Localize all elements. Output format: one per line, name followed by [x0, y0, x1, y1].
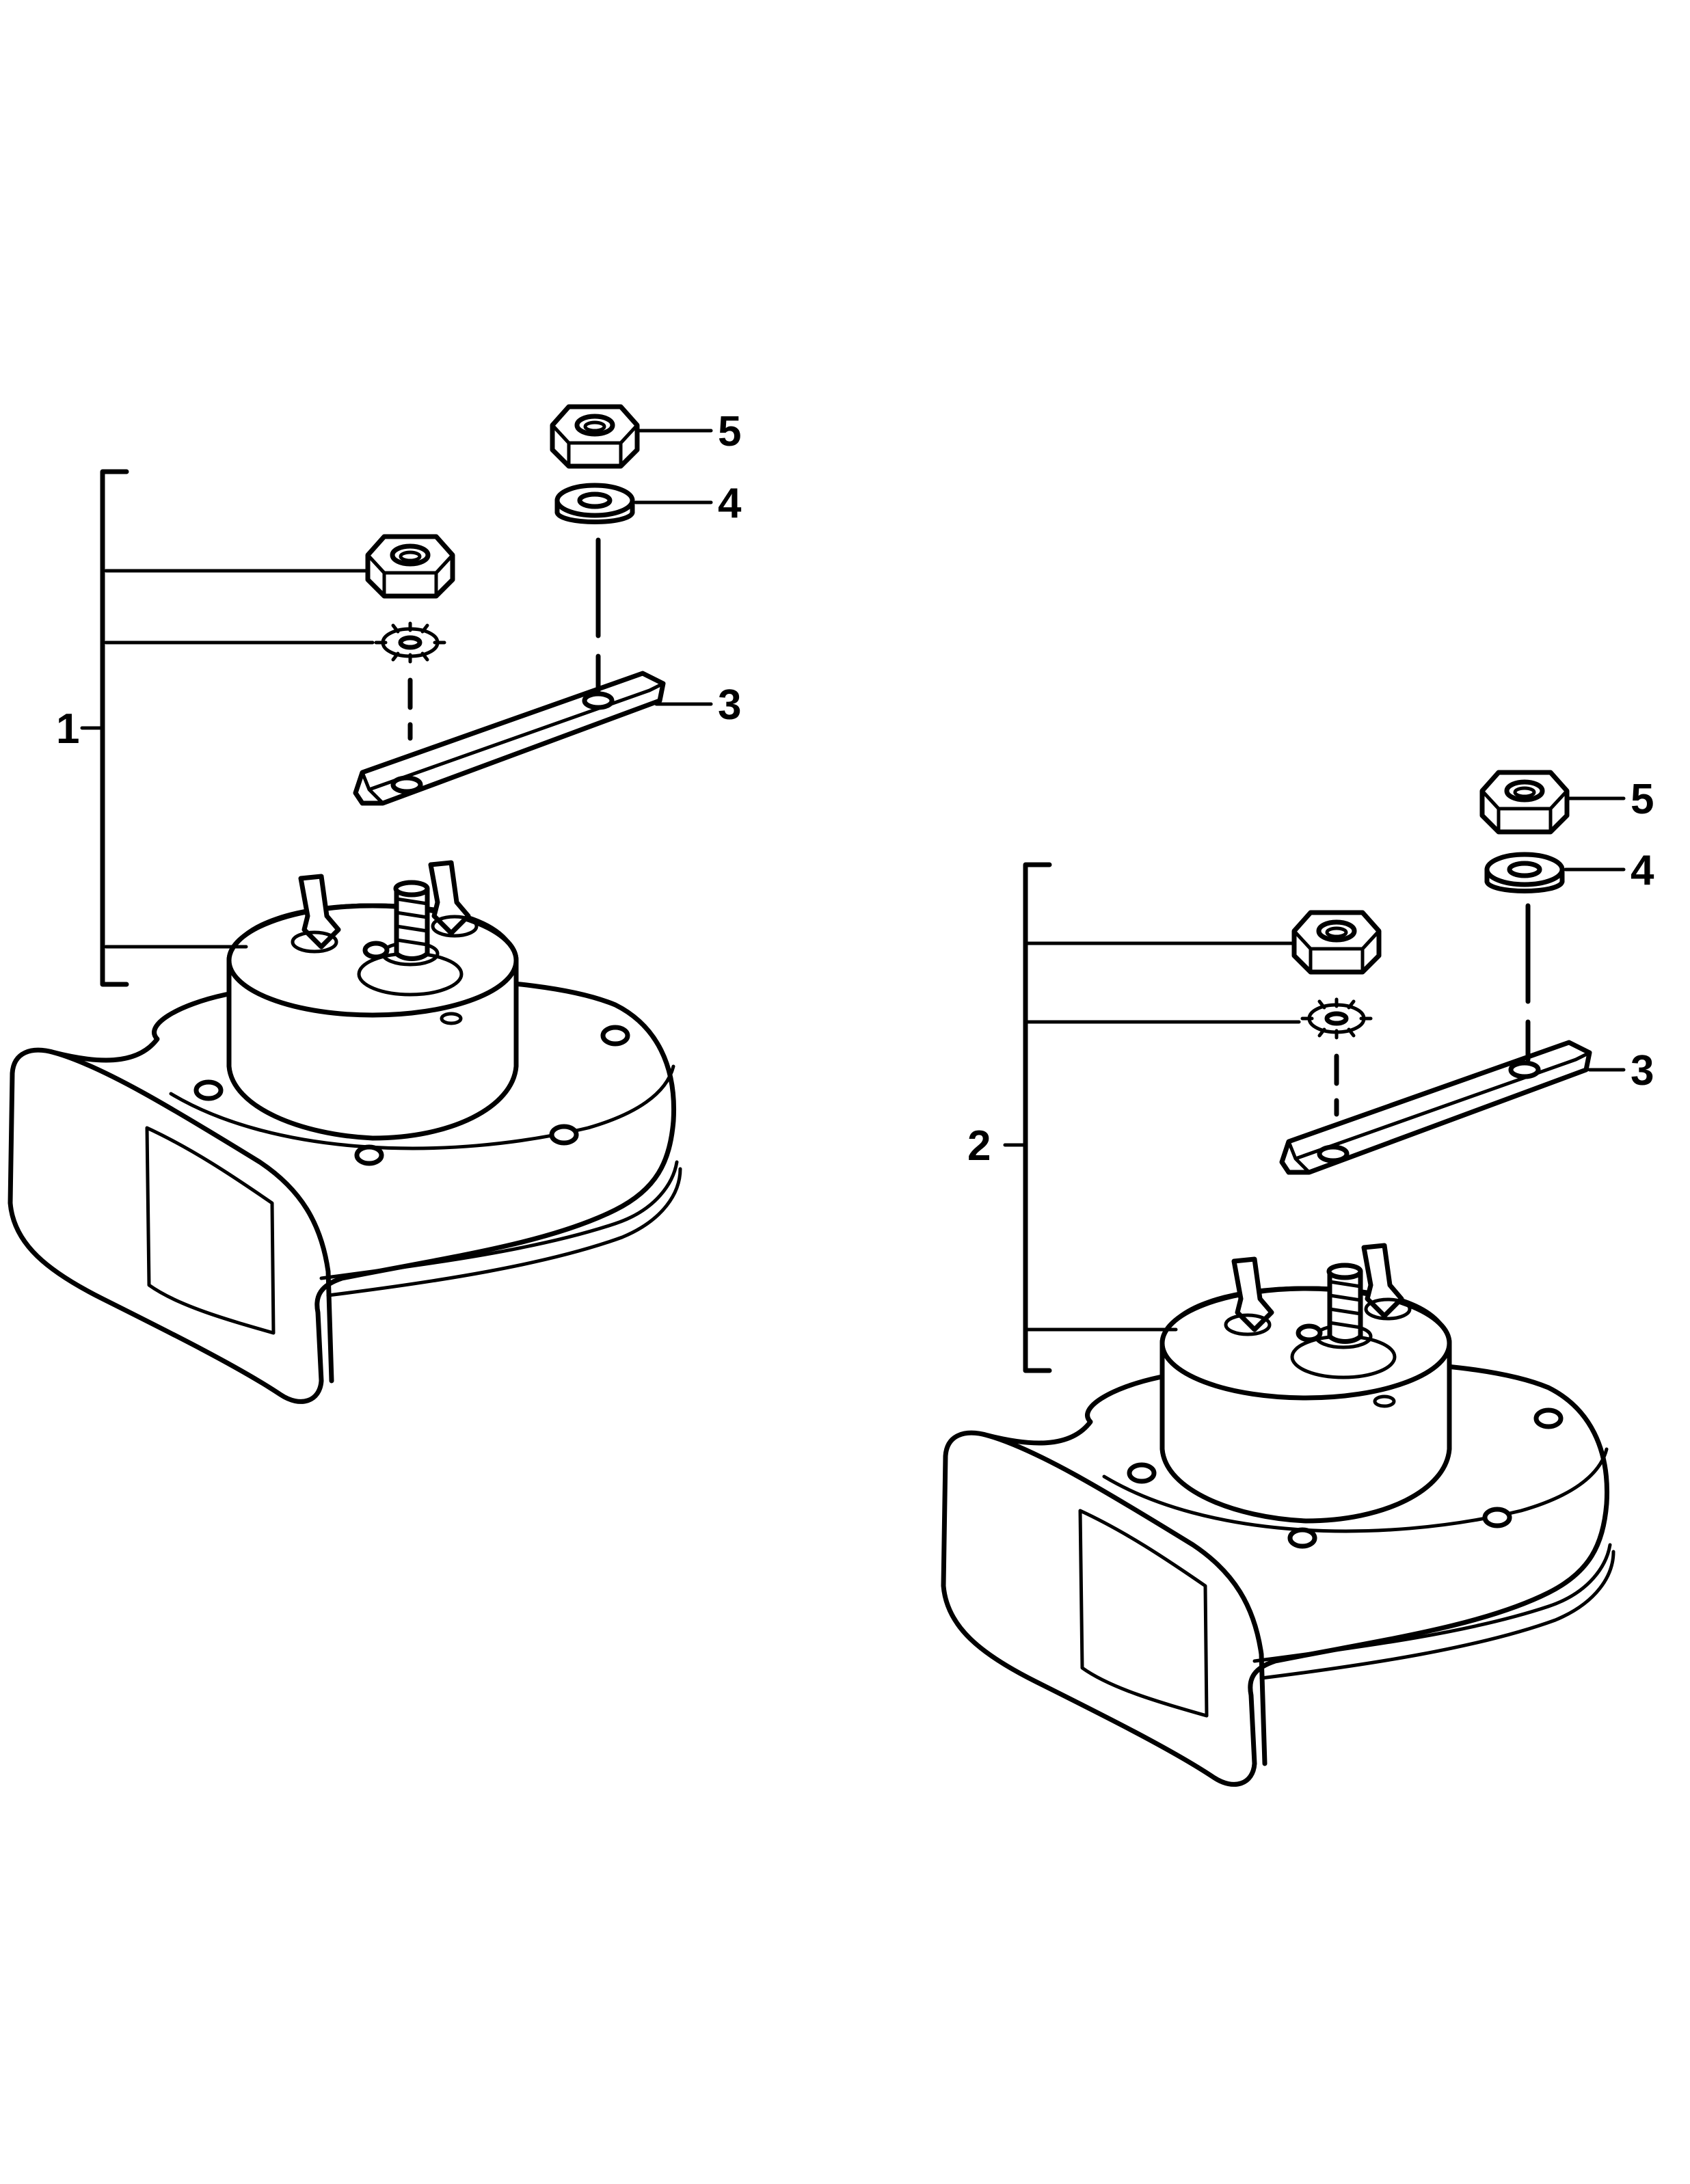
lock-washer-icon	[1302, 999, 1371, 1038]
hex-nut-icon	[1294, 913, 1379, 972]
horn-icon	[10, 863, 680, 1401]
mounting-bracket-icon	[356, 673, 663, 803]
callout-nut-right: 5	[1631, 776, 1654, 823]
horn-icon	[943, 1245, 1613, 1784]
callout-bracket-left: 3	[718, 682, 741, 729]
horn-assembly-2	[943, 772, 1626, 1784]
callout-nut-left: 5	[718, 408, 741, 455]
callout-washer-left: 4	[718, 480, 742, 527]
hex-nut-icon	[1482, 772, 1567, 832]
lock-washer-icon	[376, 623, 444, 662]
callout-assembly-2: 2	[967, 1122, 991, 1170]
hex-nut-icon	[368, 537, 453, 596]
mounting-bracket-icon	[1282, 1042, 1590, 1172]
callout-washer-right: 4	[1631, 847, 1654, 894]
callout-bracket-right: 3	[1631, 1047, 1654, 1094]
flat-washer-icon	[1487, 854, 1562, 891]
horn-assembly-1	[10, 407, 713, 1401]
hex-nut-icon	[552, 407, 637, 466]
flat-washer-icon	[557, 485, 632, 522]
callout-assembly-1: 1	[56, 705, 79, 753]
